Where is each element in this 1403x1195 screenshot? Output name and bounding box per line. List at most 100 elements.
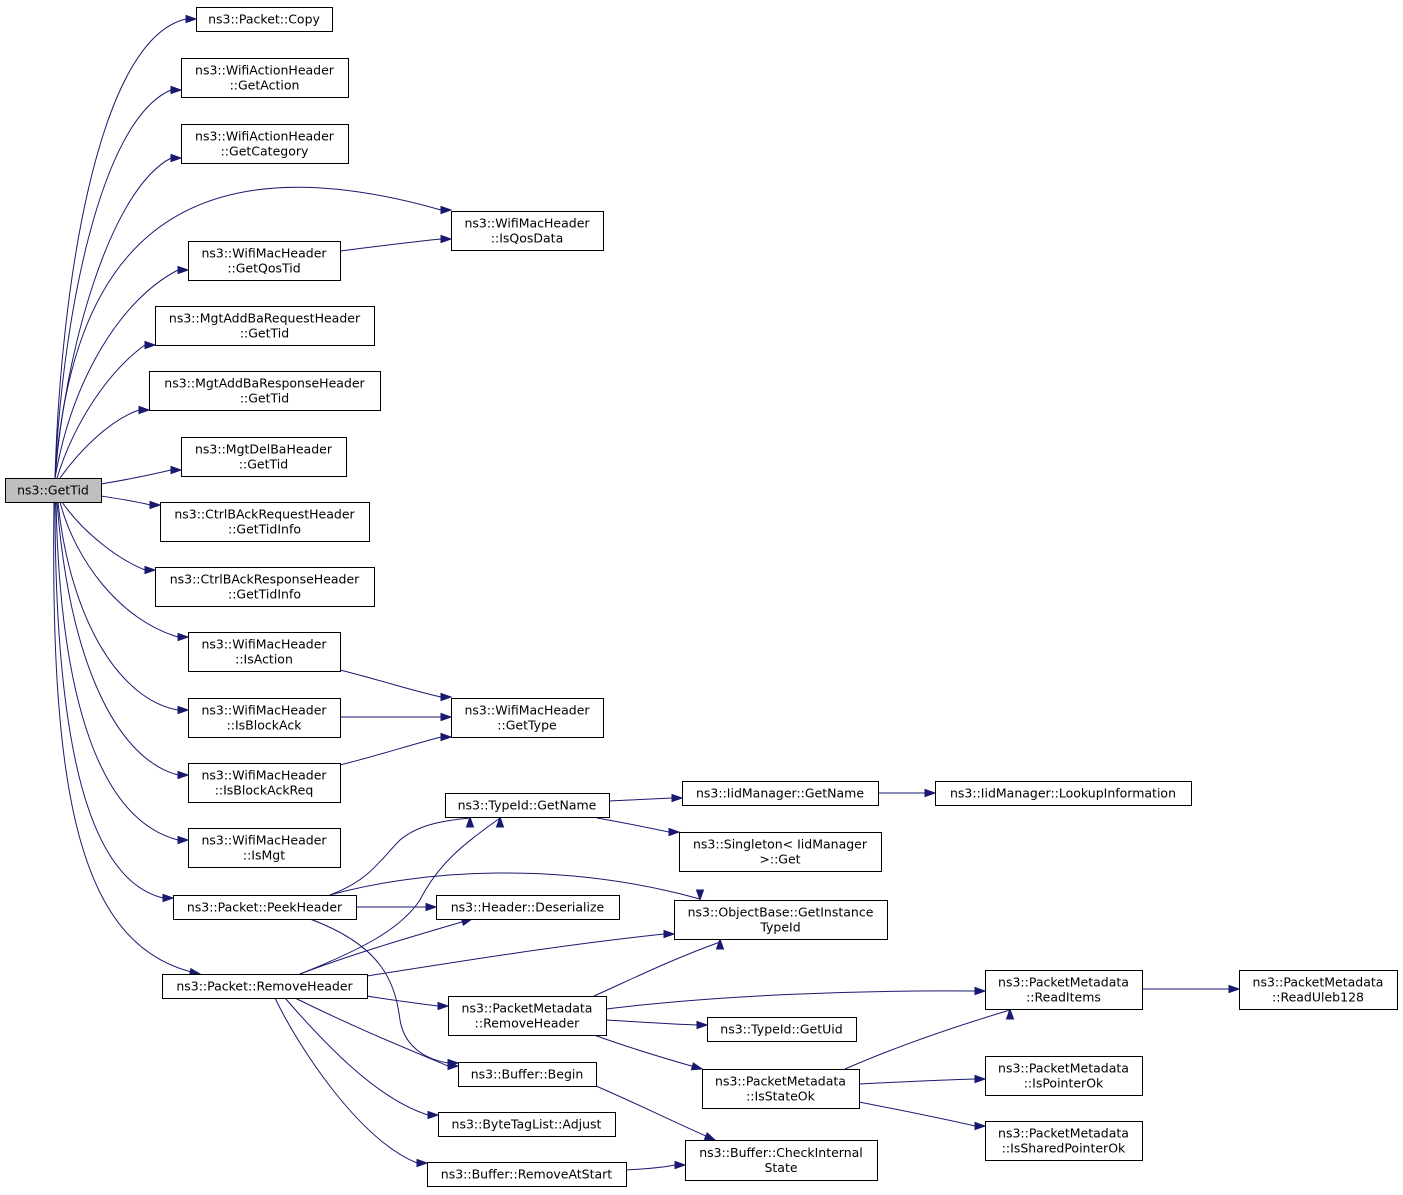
edge-pm_removeheader-to-pm_isstateok bbox=[593, 1034, 703, 1070]
node-box[interactable] bbox=[682, 781, 879, 806]
node-packet_peekheader[interactable]: ns3::Packet::PeekHeader bbox=[173, 895, 357, 920]
edge-gettid-to-mac_getqostid bbox=[54, 269, 179, 479]
node-box[interactable] bbox=[985, 1121, 1143, 1161]
node-mac_ismgt[interactable]: ns3::WifiMacHeader::IsMgt bbox=[188, 828, 341, 868]
edge-buffer_begin-to-buffer_checkinternalstate bbox=[595, 1085, 716, 1141]
node-box[interactable] bbox=[685, 1140, 878, 1181]
node-header_deserialize[interactable]: ns3::Header::Deserialize bbox=[436, 895, 620, 920]
node-label: ns3::Buffer::Begin bbox=[471, 1067, 584, 1082]
node-typeid_getname[interactable]: ns3::TypeId::GetName bbox=[445, 793, 610, 818]
node-iid_getname[interactable]: ns3::IidManager::GetName bbox=[682, 781, 879, 806]
node-mac_isblockackreq[interactable]: ns3::WifiMacHeader::IsBlockAckReq bbox=[188, 763, 341, 803]
node-backreq_gettidinfo[interactable]: ns3::CtrlBAckRequestHeader::GetTidInfo bbox=[160, 502, 370, 542]
node-box[interactable] bbox=[188, 632, 341, 672]
node-mac_isblockack[interactable]: ns3::WifiMacHeader::IsBlockAck bbox=[188, 698, 341, 738]
node-pm_ispointerok[interactable]: ns3::PacketMetadata::IsPointerOk bbox=[985, 1056, 1143, 1096]
node-addbaresp_gettid[interactable]: ns3::MgtAddBaResponseHeader::GetTid bbox=[149, 371, 381, 411]
node-label: ::GetCategory bbox=[221, 144, 309, 159]
edge-mac_getqostid-to-mac_isqosdata bbox=[339, 238, 442, 252]
node-label: ns3::Packet::PeekHeader bbox=[187, 900, 343, 915]
node-box[interactable] bbox=[448, 996, 607, 1036]
node-box[interactable] bbox=[188, 763, 341, 803]
node-mac_getqostid[interactable]: ns3::WifiMacHeader::GetQosTid bbox=[188, 241, 341, 281]
node-box[interactable] bbox=[155, 306, 375, 346]
node-iid_lookup[interactable]: ns3::IidManager::LookupInformation bbox=[935, 781, 1192, 806]
node-box[interactable] bbox=[173, 895, 357, 920]
node-typeid_getuid[interactable]: ns3::TypeId::GetUid bbox=[707, 1017, 857, 1042]
node-action_getcategory[interactable]: ns3::WifiActionHeader::GetCategory bbox=[181, 124, 349, 164]
node-mac_isqosdata[interactable]: ns3::WifiMacHeader::IsQosData bbox=[451, 211, 604, 251]
node-action_getaction[interactable]: ns3::WifiActionHeader::GetAction bbox=[181, 58, 349, 98]
node-box[interactable] bbox=[5, 478, 102, 503]
arrowhead-icon bbox=[440, 732, 453, 742]
node-delba_gettid[interactable]: ns3::MgtDelBaHeader::GetTid bbox=[181, 437, 347, 477]
node-label: ns3::GetTid bbox=[17, 483, 89, 498]
arrowhead-icon bbox=[440, 205, 453, 215]
node-box[interactable] bbox=[188, 241, 341, 281]
node-mac_gettype[interactable]: ns3::WifiMacHeader::GetType bbox=[451, 698, 604, 738]
node-pm_isstateok[interactable]: ns3::PacketMetadata::IsStateOk bbox=[702, 1069, 860, 1109]
node-bytetaglist_adjust[interactable]: ns3::ByteTagList::Adjust bbox=[438, 1112, 616, 1137]
node-box[interactable] bbox=[160, 502, 370, 542]
node-box[interactable] bbox=[702, 1069, 860, 1109]
node-packet_copy[interactable]: ns3::Packet::Copy bbox=[196, 7, 333, 32]
node-addbareq_gettid[interactable]: ns3::MgtAddBaRequestHeader::GetTid bbox=[155, 306, 375, 346]
node-pm_removeheader[interactable]: ns3::PacketMetadata::RemoveHeader bbox=[448, 996, 607, 1036]
node-box[interactable] bbox=[1239, 970, 1398, 1010]
node-box[interactable] bbox=[188, 698, 341, 738]
edge-gettid-to-backreq_gettidinfo bbox=[100, 495, 151, 506]
node-label: ::IsQosData bbox=[491, 231, 563, 246]
node-box[interactable] bbox=[679, 832, 882, 872]
node-box[interactable] bbox=[162, 974, 368, 999]
node-box[interactable] bbox=[451, 698, 604, 738]
node-box[interactable] bbox=[985, 970, 1143, 1010]
node-box[interactable] bbox=[451, 211, 604, 251]
edge-gettid-to-action_getcategory bbox=[54, 157, 172, 479]
node-box[interactable] bbox=[674, 900, 888, 940]
arrowhead-icon bbox=[162, 893, 175, 903]
arrowhead-icon bbox=[177, 835, 190, 845]
node-box[interactable] bbox=[436, 895, 620, 920]
node-box[interactable] bbox=[935, 781, 1192, 806]
node-box[interactable] bbox=[149, 371, 381, 411]
edge-gettid-to-packet_removeheader bbox=[53, 501, 201, 975]
edge-packet_removeheader-to-bytetaglist_adjust bbox=[284, 997, 429, 1116]
node-box[interactable] bbox=[181, 437, 347, 477]
edge-pm_removeheader-to-pm_readitems bbox=[605, 990, 976, 1010]
node-label: ::GetQosTid bbox=[227, 261, 300, 276]
node-box[interactable] bbox=[438, 1112, 616, 1137]
arrowhead-icon bbox=[185, 14, 198, 24]
node-pm_issharedpointerok[interactable]: ns3::PacketMetadata::IsSharedPointerOk bbox=[985, 1121, 1143, 1161]
arrowhead-icon bbox=[703, 1131, 717, 1141]
node-gettid[interactable]: ns3::GetTid bbox=[5, 478, 102, 503]
node-pm_readuleb128[interactable]: ns3::PacketMetadata::ReadUleb128 bbox=[1239, 970, 1398, 1010]
node-box[interactable] bbox=[181, 124, 349, 164]
node-packet_removeheader[interactable]: ns3::Packet::RemoveHeader bbox=[162, 974, 368, 999]
node-singleton_get[interactable]: ns3::Singleton< IidManager>::Get bbox=[679, 832, 882, 872]
node-buffer_begin[interactable]: ns3::Buffer::Begin bbox=[458, 1062, 597, 1087]
node-mac_isaction[interactable]: ns3::WifiMacHeader::IsAction bbox=[188, 632, 341, 672]
node-box[interactable] bbox=[985, 1056, 1143, 1096]
node-box[interactable] bbox=[188, 828, 341, 868]
node-box[interactable] bbox=[458, 1062, 597, 1087]
node-label: ns3::ByteTagList::Adjust bbox=[452, 1117, 602, 1132]
node-box[interactable] bbox=[707, 1017, 857, 1042]
node-box[interactable] bbox=[445, 793, 610, 818]
node-box[interactable] bbox=[196, 7, 333, 32]
arrowhead-icon bbox=[465, 815, 475, 828]
node-label: >::Get bbox=[759, 852, 800, 867]
node-box[interactable] bbox=[427, 1162, 627, 1187]
node-pm_readitems[interactable]: ns3::PacketMetadata::ReadItems bbox=[985, 970, 1143, 1010]
arrowhead-icon bbox=[495, 815, 505, 828]
node-label: ::IsAction bbox=[235, 652, 293, 667]
node-label: ns3::CtrlBAckResponseHeader bbox=[170, 572, 360, 587]
arrowhead-icon bbox=[974, 1121, 987, 1131]
node-buffer_removeatstart[interactable]: ns3::Buffer::RemoveAtStart bbox=[427, 1162, 627, 1187]
node-box[interactable] bbox=[155, 567, 375, 607]
node-box[interactable] bbox=[181, 58, 349, 98]
node-backresp_gettidinfo[interactable]: ns3::CtrlBAckResponseHeader::GetTidInfo bbox=[155, 567, 375, 607]
arrowhead-icon bbox=[674, 1160, 687, 1170]
edge-mac_isaction-to-mac_gettype bbox=[339, 669, 442, 698]
